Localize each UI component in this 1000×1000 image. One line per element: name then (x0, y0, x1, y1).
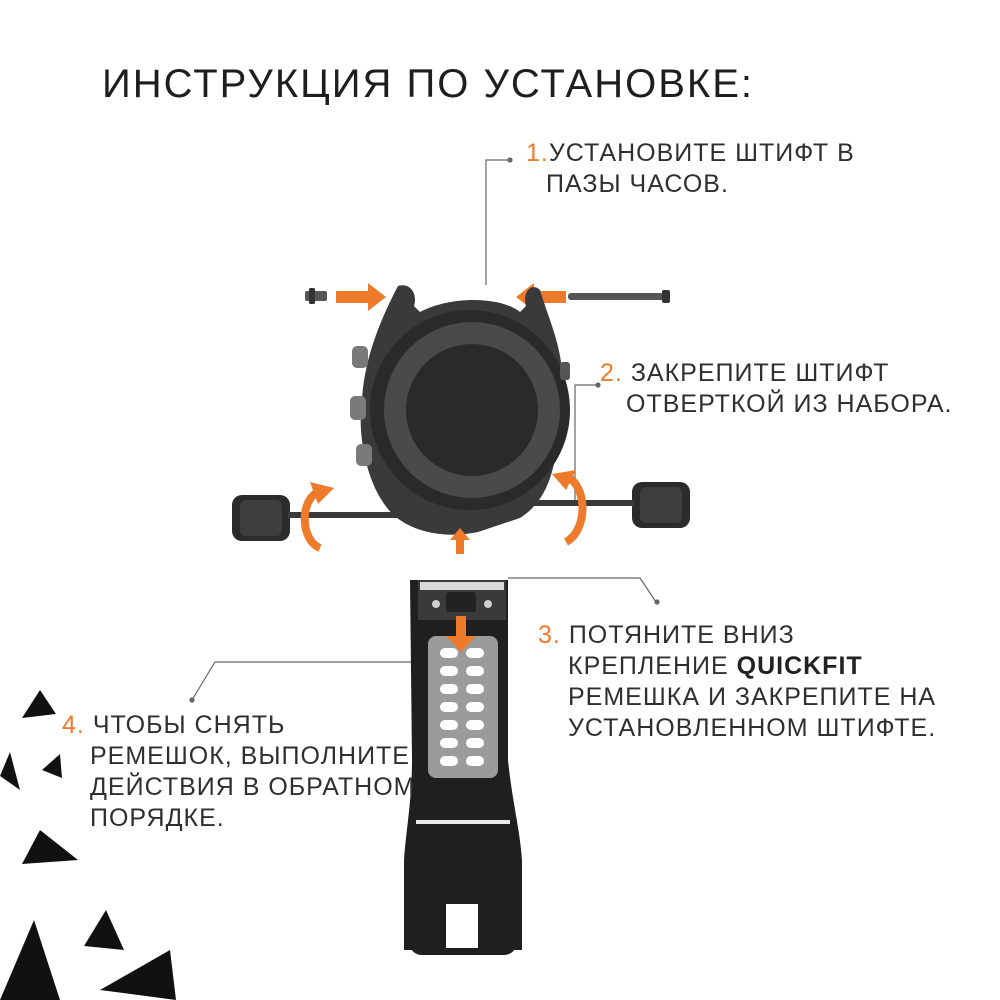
rotate-right-arrowhead (552, 470, 576, 490)
strap-hole (466, 648, 484, 658)
screwdriver-right (520, 482, 690, 528)
leader-line-step-3 (508, 577, 657, 603)
strap-hole (440, 684, 458, 694)
step-4: 4. ЧТОБЫ СНЯТЬ РЕМЕШОК, ВЫПОЛНИТЕ ДЕЙСТВ… (62, 710, 416, 834)
step-2: 2. ЗАКРЕПИТЕ ШТИФТ ОТВЕРТКОЙ ИЗ НАБОРА. (600, 358, 952, 420)
step-1-line-2: ПАЗЫ ЧАСОВ. (546, 170, 729, 198)
watch-button-bottom (356, 444, 372, 466)
leader-dot-2 (595, 382, 601, 388)
step-4-line-2: РЕМЕШОК, ВЫПОЛНИТЕ (90, 742, 410, 770)
strap-hole (466, 756, 484, 766)
step-4-line-4: ПОРЯДКЕ. (90, 804, 225, 832)
arrow-down-head (446, 636, 476, 652)
strap-hole (466, 666, 484, 676)
screwdriver-left (232, 495, 398, 541)
watch-button-right (560, 362, 570, 380)
watch (350, 285, 570, 535)
spring-bar-pin (568, 290, 670, 303)
step-2-line-2: ОТВЕРТКОЙ ИЗ НАБОРА. (626, 390, 953, 418)
arrow-up-icon (450, 528, 470, 554)
strap-hole (466, 702, 484, 712)
leader-dot-4 (189, 697, 195, 703)
page-title: ИНСТРУКЦИЯ ПО УСТАНОВКЕ: (102, 62, 754, 106)
step-3-line-4: УСТАНОВЛЕННОМ ШТИФТЕ. (568, 714, 937, 742)
strap-hole (440, 648, 458, 658)
strap-hole (440, 720, 458, 730)
step-3-number: 3. (538, 621, 561, 649)
strap-hole (440, 738, 458, 748)
step-2-line-1: ЗАКРЕПИТЕ ШТИФТ (630, 359, 890, 387)
leader-line-step-4 (191, 661, 430, 701)
watch-button-top (352, 346, 368, 368)
step-1: 1.УСТАНОВИТЕ ШТИФТ В ПАЗЫ ЧАСОВ. (526, 138, 855, 200)
strap-buckle (409, 871, 517, 955)
step-2-number: 2. (600, 359, 623, 387)
arrow-down-icon (456, 616, 466, 640)
strap-hole-panel (428, 636, 498, 778)
strap-hole (466, 684, 484, 694)
strap-hole (466, 720, 484, 730)
leader-dot-1 (507, 157, 513, 163)
step-4-line-3: ДЕЙСТВИЯ В ОБРАТНОМ (90, 773, 416, 801)
step-3: 3. ПОТЯНИТЕ ВНИЗ КРЕПЛЕНИЕ QUICKFIT РЕМЕ… (538, 620, 936, 744)
strap-hole (466, 738, 484, 748)
arrow-right-icon (336, 283, 386, 311)
step-3-line-3: РЕМЕШКА И ЗАКРЕПИТЕ НА (568, 683, 937, 711)
watch-button-middle (350, 396, 366, 420)
pin-screw (305, 288, 327, 304)
step-1-line-1: УСТАНОВИТЕ ШТИФТ В (548, 139, 855, 167)
step-4-line-1: ЧТОБЫ СНЯТЬ (92, 711, 286, 739)
step-1-number: 1. (526, 139, 549, 167)
strap-hole (440, 756, 458, 766)
leader-line-step-1 (485, 159, 510, 285)
step-3-line-2: КРЕПЛЕНИЕ (568, 652, 729, 680)
strap-hole (440, 702, 458, 712)
decorative-triangles (0, 690, 176, 1000)
watch-strap (404, 580, 522, 955)
step-4-number: 4. (62, 711, 85, 739)
quickfit-label: QUICKFIT (736, 652, 863, 680)
strap-holes (440, 648, 484, 766)
step-3-line-1: ПОТЯНИТЕ ВНИЗ (568, 621, 795, 649)
strap-hole (440, 666, 458, 676)
rotate-left-arrowhead (310, 482, 334, 504)
leader-dot-3 (654, 599, 660, 605)
rotate-left-icon (300, 488, 323, 552)
rotate-right-icon (563, 472, 587, 546)
